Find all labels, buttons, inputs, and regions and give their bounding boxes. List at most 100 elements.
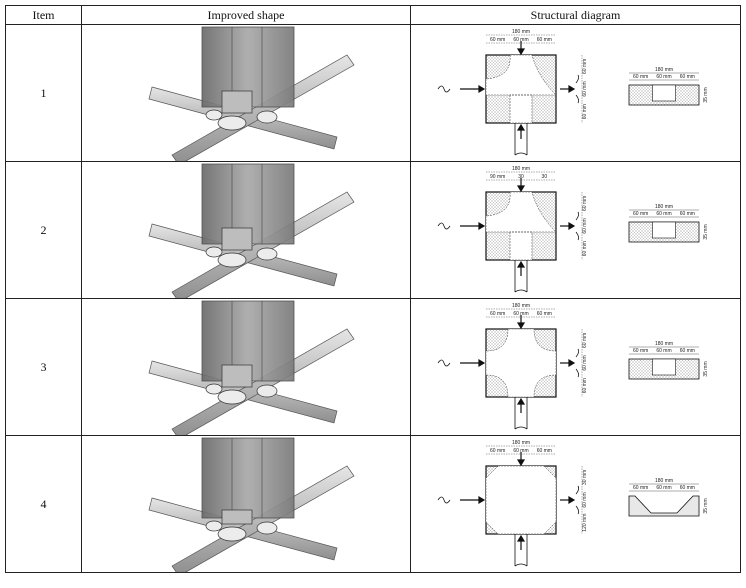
improved-shape-cell <box>81 298 411 436</box>
section-height-dimension: 35 mm <box>703 224 709 239</box>
improved-shape-cell <box>81 161 411 299</box>
flow-arrows <box>460 315 576 413</box>
top-segment-dimension: 60 mm <box>513 37 528 43</box>
overall-dimension: 180 mm <box>512 29 530 35</box>
improved-shape-cell <box>81 435 411 573</box>
overall-dimension: 180 mm <box>512 303 530 309</box>
top-segment-dimension: 60 mm <box>513 448 528 454</box>
side-segment-dimension: 30 mm <box>582 470 588 485</box>
plan-view <box>485 191 557 261</box>
pipe-stub <box>437 348 580 430</box>
header-structural-diagram: Structural diagram <box>410 5 741 25</box>
top-segment-dimension: 60 mm <box>537 311 552 317</box>
column-block <box>201 163 295 268</box>
section-view <box>628 72 700 106</box>
pipe-stub <box>437 74 580 156</box>
side-segment-dimension: 60 mm <box>582 81 588 96</box>
item-number: 1 <box>5 24 82 162</box>
pipe-junction-render <box>148 300 355 435</box>
column-block <box>201 26 295 131</box>
overall-dimension: 180 mm <box>512 166 530 172</box>
top-segment-dimension: 60 mm <box>490 448 505 454</box>
side-segment-dimension: 60 mm <box>582 241 588 256</box>
plan-view <box>485 328 557 398</box>
section-overall-dimension: 180 mm <box>655 204 673 210</box>
side-segment-dimension: 60 mm <box>582 218 588 233</box>
section-view <box>628 209 700 243</box>
header-item: Item <box>5 5 82 25</box>
section-segment-dimension: 60 mm <box>656 211 671 217</box>
header-improved-shape: Improved shape <box>81 5 411 25</box>
section-segment-dimension: 60 mm <box>633 74 648 80</box>
section-segment-dimension: 60 mm <box>633 485 648 491</box>
item-number: 3 <box>5 298 82 436</box>
column-block <box>201 300 295 405</box>
comparison-table: Item Improved shape Structural diagram 1 <box>5 5 741 573</box>
section-overall-dimension: 180 mm <box>655 341 673 347</box>
side-segment-dimension: 60 mm <box>582 378 588 393</box>
overall-dimension: 180 mm <box>512 440 530 446</box>
pipe-stub <box>437 211 580 293</box>
section-segment-dimension: 60 mm <box>633 348 648 354</box>
section-segment-dimension: 60 mm <box>656 485 671 491</box>
top-segment-dimension: 30 <box>518 174 524 180</box>
improved-shape-cell <box>81 24 411 162</box>
item-number: 4 <box>5 435 82 573</box>
flow-arrows <box>460 178 576 276</box>
section-segment-dimension: 60 mm <box>680 74 695 80</box>
side-segment-dimension: 60 mm <box>582 492 588 507</box>
section-view <box>628 483 700 517</box>
side-segment-dimension: 60 mm <box>582 196 588 211</box>
top-segment-dimension: 90 mm <box>490 174 505 180</box>
top-segment-dimension: 60 mm <box>490 311 505 317</box>
dimension-lines <box>486 34 583 123</box>
side-segment-dimension: 60 mm <box>582 355 588 370</box>
side-segment-dimension: 60 mm <box>582 333 588 348</box>
pipe-junction-render <box>148 26 355 161</box>
item-number: 2 <box>5 161 82 299</box>
section-height-dimension: 35 mm <box>703 87 709 102</box>
flow-arrows <box>460 452 576 550</box>
top-segment-dimension: 60 mm <box>513 311 528 317</box>
top-segment-dimension: 60 mm <box>490 37 505 43</box>
side-segment-dimension: 60 mm <box>582 59 588 74</box>
top-segment-dimension: 30 <box>542 174 548 180</box>
section-segment-dimension: 60 mm <box>633 211 648 217</box>
top-segment-dimension: 60 mm <box>537 448 552 454</box>
header-row: Item Improved shape Structural diagram <box>5 5 741 25</box>
section-view <box>628 346 700 380</box>
table-row: 1 <box>5 24 741 162</box>
section-overall-dimension: 180 mm <box>655 67 673 73</box>
column-block <box>201 437 295 542</box>
table-row: 3 <box>5 298 741 436</box>
section-height-dimension: 35 mm <box>703 498 709 513</box>
top-segment-dimension: 60 mm <box>537 37 552 43</box>
dimension-lines <box>486 445 583 534</box>
section-segment-dimension: 60 mm <box>680 211 695 217</box>
plan-view <box>485 54 557 124</box>
pipe-stub <box>437 485 580 567</box>
side-segment-dimension: 120 mm <box>582 514 588 532</box>
section-overall-dimension: 180 mm <box>655 478 673 484</box>
section-segment-dimension: 60 mm <box>680 348 695 354</box>
dimension-lines <box>486 308 583 397</box>
plan-view <box>485 465 557 535</box>
section-segment-dimension: 60 mm <box>680 485 695 491</box>
section-segment-dimension: 60 mm <box>656 74 671 80</box>
section-height-dimension: 35 mm <box>703 361 709 376</box>
dimension-lines <box>486 171 583 260</box>
table-row: 4 <box>5 435 741 573</box>
section-segment-dimension: 60 mm <box>656 348 671 354</box>
pipe-junction-render <box>148 437 355 572</box>
pipe-junction-render <box>148 163 355 298</box>
table-row: 2 <box>5 161 741 299</box>
side-segment-dimension: 60 mm <box>582 104 588 119</box>
